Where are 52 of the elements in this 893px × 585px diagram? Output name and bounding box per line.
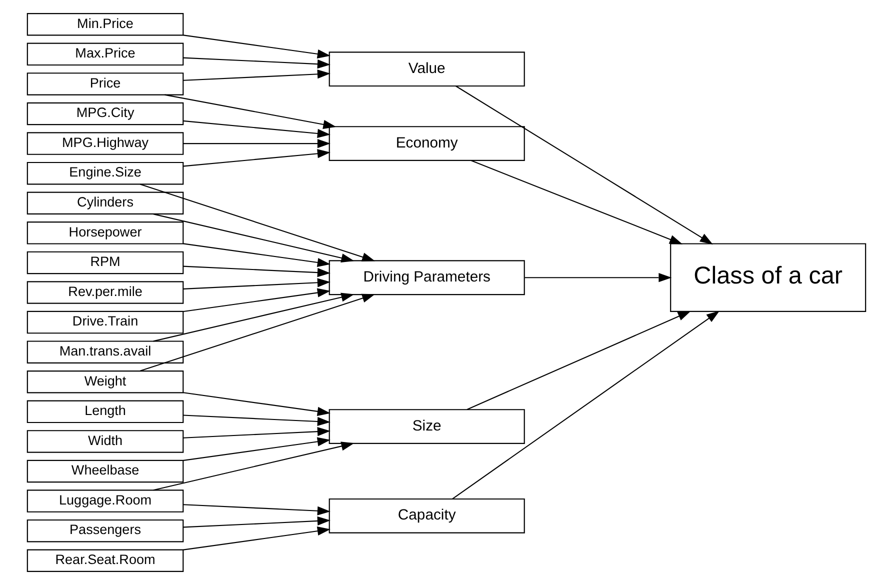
arrow: [183, 139, 330, 148]
node-box: Driving Parameters: [328, 260, 525, 296]
node-box: Max.Price: [26, 42, 184, 66]
node-box: Class of a car: [670, 243, 866, 312]
node-box: Wheelbase: [26, 460, 184, 483]
arrow: [183, 34, 330, 58]
node-box: Weight: [26, 370, 184, 394]
arrow: [466, 310, 691, 410]
node-box: Size: [328, 409, 525, 444]
arrow: [183, 120, 330, 138]
arrow: [183, 504, 330, 516]
arrow: [140, 294, 376, 372]
node-box: Horsepower: [26, 222, 184, 244]
arrow: [470, 160, 683, 244]
arrow: [524, 273, 672, 282]
node-box: Price: [26, 72, 184, 96]
arrow: [183, 516, 330, 528]
node-box: Man.trans.avail: [26, 340, 184, 364]
arrow: [183, 266, 330, 278]
node-box: Drive.Train: [26, 310, 184, 334]
node-box: Capacity: [328, 498, 525, 534]
node-box: Width: [26, 430, 184, 453]
arrow: [183, 70, 330, 81]
arrow: [183, 392, 330, 416]
node-box: Length: [26, 400, 184, 424]
arrow: [183, 414, 330, 426]
node-box: Cylinders: [26, 192, 184, 214]
node-box: Luggage.Room: [26, 490, 184, 512]
arrow: [452, 310, 720, 500]
arrow: [456, 86, 713, 244]
node-box: Min.Price: [26, 13, 184, 36]
node-box: Rear.Seat.Room: [26, 549, 184, 572]
node-box: Passengers: [26, 519, 184, 542]
arrow: [183, 278, 330, 290]
arrow: [183, 437, 330, 461]
arrow: [153, 442, 354, 491]
node-box: Rev.per.mile: [26, 281, 184, 304]
arrow: [183, 243, 330, 267]
arrow: [183, 526, 330, 550]
node-box: Engine.Size: [26, 162, 184, 185]
node-box: Economy: [328, 126, 525, 162]
arrow: [140, 184, 376, 262]
arrow: [183, 427, 330, 438]
arrow: [183, 288, 330, 312]
arrow: [183, 57, 330, 69]
arrow: [183, 149, 330, 167]
node-box: Value: [328, 52, 525, 87]
node-box: MPG.City: [26, 102, 184, 126]
arrow: [153, 292, 354, 342]
arrow: [153, 214, 354, 262]
node-box: RPM: [26, 251, 184, 274]
node-box: MPG.Highway: [26, 132, 184, 155]
